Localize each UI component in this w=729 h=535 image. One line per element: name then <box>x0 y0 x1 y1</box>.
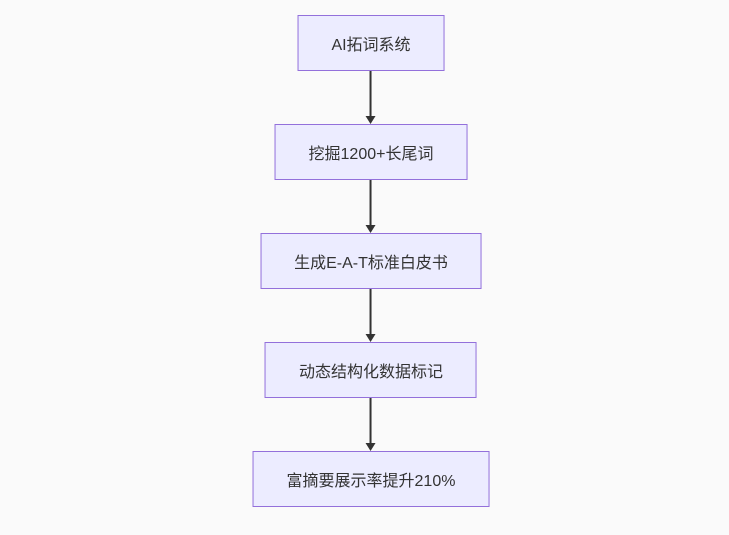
flow-node-structured-data-markup: 动态结构化数据标记 <box>264 342 477 398</box>
arrowhead-down-icon <box>366 225 376 233</box>
arrow-shaft <box>370 180 372 227</box>
flow-node-longtail-mining: 挖掘1200+长尾词 <box>274 124 468 180</box>
flow-arrow-2 <box>364 180 378 233</box>
arrowhead-down-icon <box>366 334 376 342</box>
arrow-shaft <box>370 71 372 118</box>
arrowhead-down-icon <box>366 443 376 451</box>
flow-node-ai-keyword-system: AI拓词系统 <box>297 15 445 71</box>
flow-arrow-4 <box>364 398 378 451</box>
flow-arrow-3 <box>364 289 378 342</box>
arrow-shaft <box>370 289 372 336</box>
arrowhead-down-icon <box>366 116 376 124</box>
arrow-shaft <box>370 398 372 445</box>
flowchart: AI拓词系统 挖掘1200+长尾词 生成E-A-T标准白皮书 动态结构化数据标记… <box>252 15 490 507</box>
flow-node-rich-snippet-result: 富摘要展示率提升210% <box>252 451 490 507</box>
flow-arrow-1 <box>364 71 378 124</box>
flow-node-eat-whitepaper: 生成E-A-T标准白皮书 <box>260 233 482 289</box>
